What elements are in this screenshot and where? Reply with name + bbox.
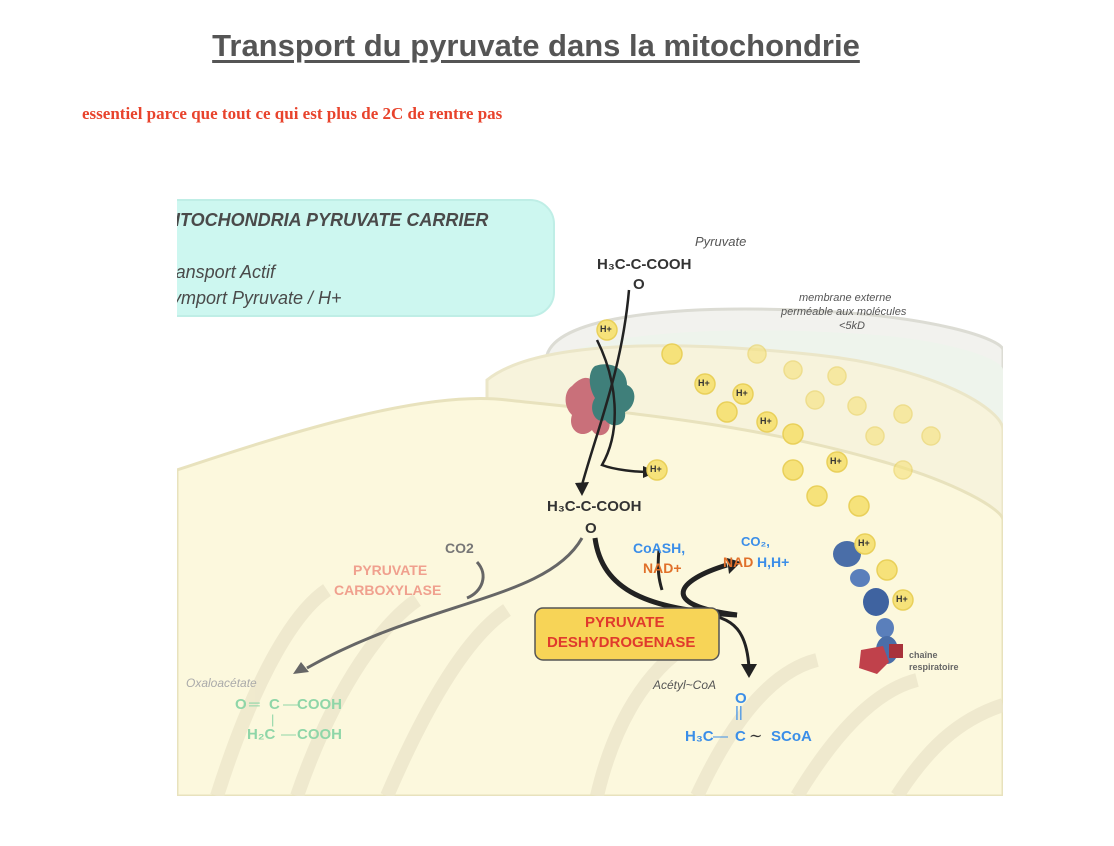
pyruvate-formula-matrix: H₃C-C-COOH — [547, 498, 641, 515]
acetylcoa-h3c: H₃C — [685, 728, 714, 745]
membrane-label-3: <5kD — [839, 320, 865, 332]
acetylcoa-scoa: SCoA — [771, 728, 812, 745]
pdh-label-line-2: DESHYDROGENASE — [547, 634, 695, 651]
pyruvate-oxygen-outside: O — [633, 276, 645, 293]
proton-label: H+ — [830, 456, 842, 466]
pyruvate-carboxylase-line-2: CARBOXYLASE — [334, 582, 441, 598]
membrane-label-1: membrane externe — [799, 292, 891, 304]
membrane-label-2: perméable aux molécules — [781, 306, 906, 318]
mitochondria-figure: MITOCHONDRIA PYRUVATE CARRIER Transport … — [177, 190, 1003, 796]
page-title: Transport du pyruvate dans la mitochondr… — [0, 28, 1072, 64]
oxaloacetate-cooh-2: COOH — [297, 726, 342, 743]
carrier-title: MITOCHONDRIA PYRUVATE CARRIER — [177, 210, 488, 231]
respiratory-chain-label-1: chaîne — [909, 650, 938, 660]
pyruvate-carboxylase-line-1: PYRUVATE — [353, 562, 427, 578]
acetylcoa-c: C — [735, 728, 746, 745]
pyruvate-oxygen-matrix: O — [585, 520, 597, 537]
proton-label: H+ — [600, 324, 612, 334]
nadh-h-label: H,H+ — [757, 554, 789, 570]
carrier-line-1: Transport Actif — [177, 262, 275, 283]
oxaloacetate-cooh-1: COOH — [297, 696, 342, 713]
respiratory-chain-label-2: respiratoire — [909, 662, 959, 672]
pdh-label-line-1: PYRUVATE — [585, 614, 664, 631]
proton-label: H+ — [896, 594, 908, 604]
proton-label: H+ — [858, 538, 870, 548]
co2-output-label: CO₂, — [741, 534, 770, 549]
proton-label: H+ — [650, 464, 662, 474]
annotation-note: essentiel parce que tout ce qui est plus… — [82, 104, 502, 124]
proton-label: H+ — [736, 388, 748, 398]
pyruvate-formula-outside: H₃C-C-COOH — [597, 256, 691, 273]
co2-input-label: CO2 — [445, 540, 474, 556]
oxaloacetate-c: C — [269, 696, 280, 713]
coash-label: CoASH, — [633, 540, 685, 556]
carrier-line-2: Symport Pyruvate / H+ — [177, 288, 342, 309]
oxaloacetate-label: Oxaloacétate — [186, 676, 257, 690]
pyruvate-label: Pyruvate — [695, 234, 746, 249]
nadh-label: NAD — [723, 554, 753, 570]
nad-label: NAD+ — [643, 560, 682, 576]
proton-label: H+ — [698, 378, 710, 388]
oxaloacetate-o: O — [235, 696, 247, 713]
proton-label: H+ — [760, 416, 772, 426]
acetylcoa-label: Acétyl~CoA — [653, 678, 716, 692]
oxaloacetate-h2c: H₂C — [247, 726, 275, 743]
